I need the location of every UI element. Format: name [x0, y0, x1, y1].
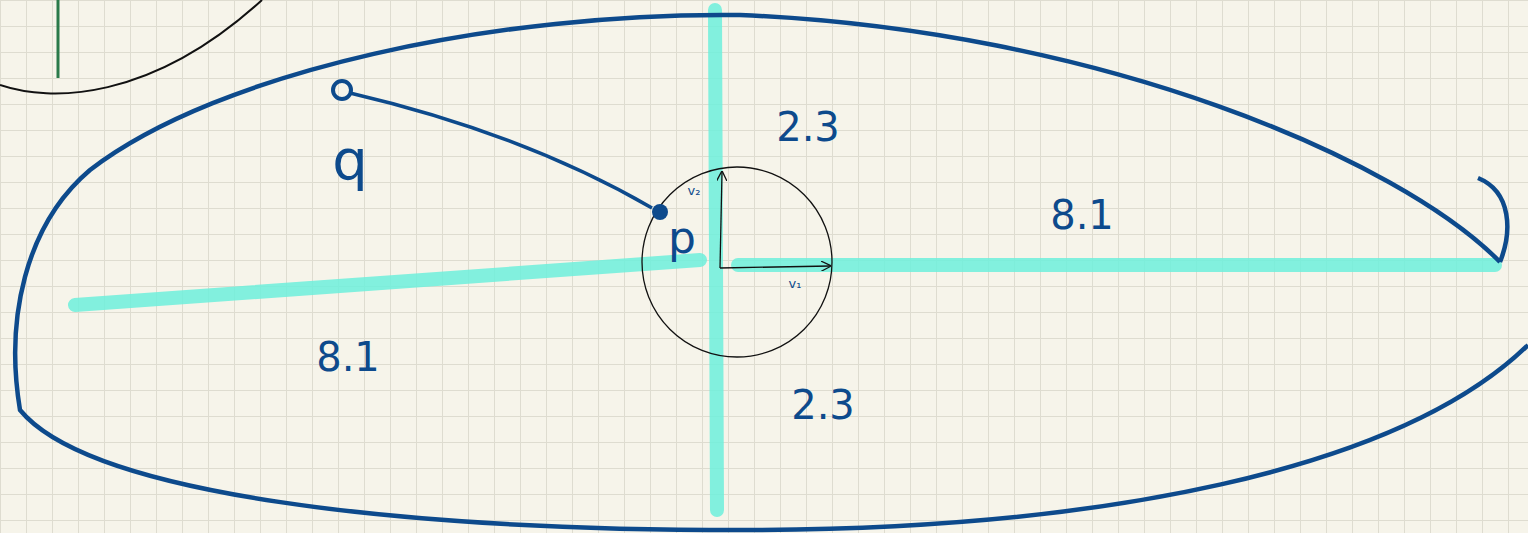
- major-axis-right: [738, 258, 1495, 272]
- point-p: [652, 204, 668, 220]
- vector-label: v₁: [789, 277, 802, 290]
- green-stroke: [57, 0, 60, 78]
- minor-axis: [715, 10, 717, 510]
- vector-label: v₂: [688, 184, 701, 197]
- dimension-label: 2.3: [791, 385, 855, 425]
- corner-curve: [0, 0, 262, 93]
- point-label: q: [332, 132, 368, 188]
- vector-v1: [720, 266, 830, 268]
- dimension-label: 2.3: [776, 107, 840, 147]
- path-p-to-q: [350, 93, 652, 208]
- outline-hook: [1478, 178, 1507, 262]
- dimension-label: 8.1: [316, 337, 380, 377]
- major-axis-left: [75, 260, 700, 305]
- dimension-label: 8.1: [1050, 195, 1114, 235]
- unit-circle: [642, 167, 832, 357]
- ellipse-outline: [15, 15, 1528, 530]
- axes: [75, 10, 1495, 510]
- point-label: p: [668, 216, 696, 260]
- vector-v2: [720, 172, 722, 268]
- point-q: [333, 81, 351, 99]
